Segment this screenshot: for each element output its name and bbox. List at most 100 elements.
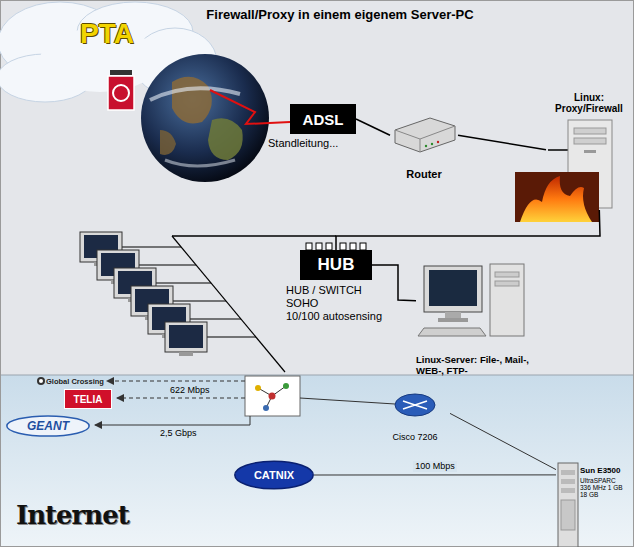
illustration-part (0, 0, 634, 375)
connector-line (314, 474, 556, 475)
node-text: Cisco 7206 (392, 432, 437, 442)
illustration-part (395, 126, 455, 139)
illustration-part (445, 312, 461, 318)
illustration-part (107, 381, 245, 382)
illustration-part (420, 139, 421, 152)
annotation: SOHO (286, 297, 318, 309)
illustration-part (172, 77, 212, 124)
connector-line (336, 210, 600, 250)
node-text: CATNIX (254, 469, 294, 481)
backbone-links (95, 381, 395, 425)
illustration-part (245, 376, 300, 416)
illustration-part (425, 145, 427, 147)
firewall-node: Linux: Proxy/Firewall (546, 92, 632, 210)
illustration-part (340, 243, 346, 250)
node-detail: UltraSPARC 336 MHz 1 GB 18 GB (580, 477, 628, 498)
node-outline-shape (7, 416, 89, 436)
pta-logo (108, 70, 134, 110)
carrier-logo: Global Crossing (36, 375, 106, 388)
sun-server (558, 463, 578, 547)
illustration-part (169, 325, 203, 348)
illustration-part (156, 283, 211, 284)
illustration-part (558, 463, 578, 547)
illustration-part (108, 76, 134, 110)
illustration-part (574, 138, 606, 144)
illustration-part (0, 375, 634, 547)
cisco-router (395, 394, 435, 416)
illustration-part (548, 149, 568, 151)
illustration-part (113, 85, 129, 101)
illustration-part (208, 118, 243, 160)
node-text: ADSL (303, 111, 344, 128)
link-box: ADSL (290, 104, 356, 134)
connector-line (458, 135, 546, 150)
edge-label: 100 Mbps (413, 461, 457, 472)
annotation: 10/100 autosensing (286, 310, 382, 322)
illustration-part (283, 383, 289, 389)
illustration-part (172, 235, 336, 237)
backbone-box (245, 376, 300, 416)
illustration-part (122, 247, 181, 248)
illustration-part (520, 176, 592, 222)
illustration-part (561, 479, 575, 484)
node-text: PTA (80, 18, 134, 50)
illustration-part (160, 130, 176, 155)
exchange-ellipse: CATNIX (234, 460, 314, 490)
node-text: GEANT (27, 419, 69, 433)
illustration-part (316, 243, 322, 250)
router-node: Router (390, 116, 458, 180)
illustration-part (561, 500, 575, 530)
illustration-part (165, 322, 207, 352)
illustration-part (561, 488, 575, 493)
illustration-part (190, 319, 241, 320)
server-node: Sun E3500UltraSPARC 336 MHz 1 GB 18 GB (556, 458, 632, 547)
illustration-part (395, 118, 455, 152)
diagram-title: Firewall/Proxy in einem eigenem Server-P… (120, 7, 560, 22)
illustration-part (490, 264, 524, 336)
node-text: Linux-Server: File-, Mail-, WEB-, FTP- (416, 354, 548, 376)
illustration-part (584, 150, 596, 153)
illustration-part (110, 70, 132, 75)
linux-server (418, 264, 524, 336)
illustration-part (179, 352, 193, 356)
node-outline-shape (235, 461, 313, 489)
server-node: Linux-Server: File-, Mail-, WEB-, FTP- (416, 262, 555, 376)
illustration-part (495, 281, 519, 286)
logo-text: Internet (16, 500, 129, 530)
connector-line (450, 413, 556, 469)
node-text: Sun E3500 (580, 466, 630, 475)
connector-line (210, 90, 290, 124)
annotation: 622 Mbps (170, 385, 210, 396)
node-text: TELIA (74, 394, 103, 405)
illustration-part (326, 243, 332, 250)
router-node: Cisco 7206 (380, 390, 450, 442)
illustration-part (429, 270, 477, 306)
illustration-part (173, 301, 226, 302)
illustration-part (269, 393, 276, 400)
illustration-part (360, 243, 366, 250)
illustration-part (438, 318, 468, 322)
illustration-part (395, 394, 435, 416)
illustration-part (306, 243, 312, 250)
node-text: Linux: Proxy/Firewall (548, 92, 630, 114)
workstations (80, 232, 336, 372)
router-device (395, 118, 455, 152)
illustration-part (574, 128, 606, 134)
connector-line (372, 265, 416, 301)
illustration-part (300, 398, 395, 404)
illustration-part (495, 272, 519, 277)
network-ellipse: GEANT (6, 415, 90, 437)
node-text: Router (406, 168, 441, 180)
illustration-part (350, 243, 356, 250)
illustration-part (437, 141, 439, 143)
illustration-part (418, 328, 486, 336)
node-text: HUB (318, 255, 355, 275)
illustration-part (117, 398, 245, 399)
illustration-part (95, 416, 250, 425)
carrier-box: TELIA (64, 389, 112, 409)
hub-box: HUB (300, 250, 372, 280)
cloud-node: PTA (0, 0, 210, 100)
